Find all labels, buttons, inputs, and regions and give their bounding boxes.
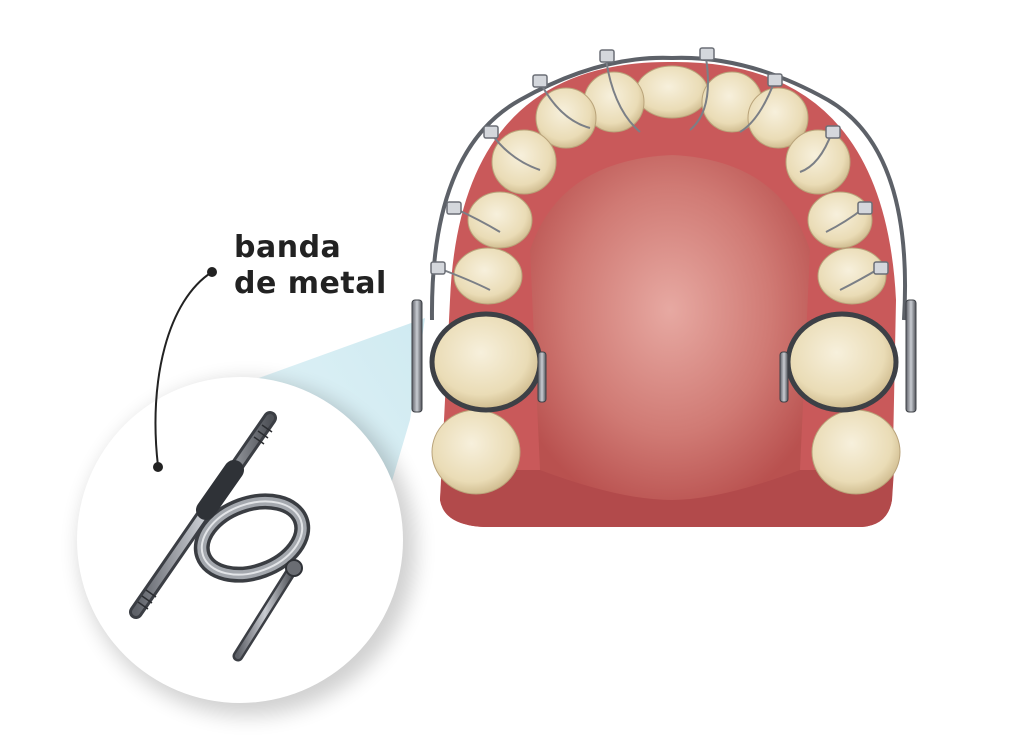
metal-band-device	[129, 411, 311, 662]
dental-arch	[411, 47, 917, 528]
leader-line	[154, 271, 213, 467]
arch-wire	[429, 55, 908, 321]
leader-dot-top	[207, 267, 217, 277]
annotation-line-1: banda	[234, 230, 342, 265]
leader-dot-bottom	[153, 462, 163, 472]
annotation-line-2: de metal	[234, 266, 387, 301]
inset-circle	[77, 377, 403, 703]
annotation-label: banda de metal	[234, 230, 387, 302]
